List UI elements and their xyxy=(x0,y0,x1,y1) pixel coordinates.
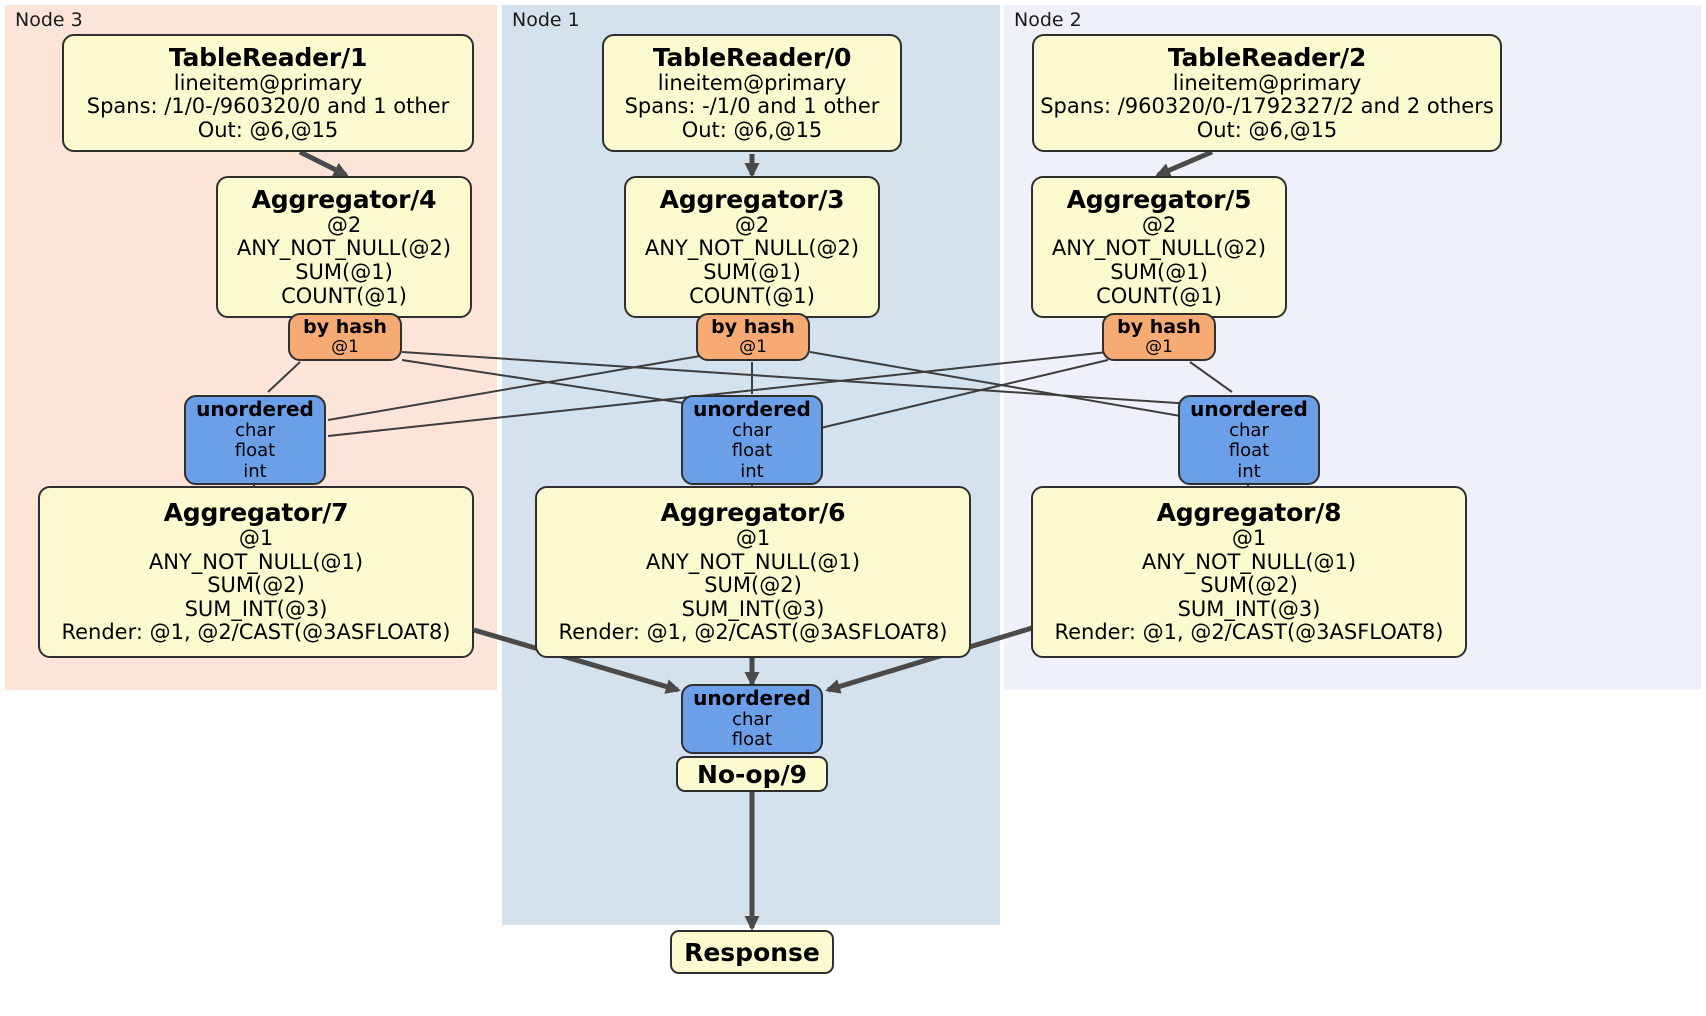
processor-line: Out: @6,@15 xyxy=(681,117,823,142)
processor-line: @1 xyxy=(1231,526,1267,551)
processor-line: lineitem@primary xyxy=(657,70,847,95)
router-by-hash-center[interactable]: by hash @1 xyxy=(696,313,810,361)
synchronizer-unordered-center[interactable]: unordered char float int xyxy=(681,395,823,485)
processor-title: TableReader/2 xyxy=(1167,42,1367,72)
synchronizer-line: char xyxy=(235,419,275,441)
processor-line: SUM(@2) xyxy=(1200,573,1298,598)
processor-aggregator-3[interactable]: Aggregator/3 @2 ANY_NOT_NULL(@2) SUM(@1)… xyxy=(624,176,880,318)
processor-title: Aggregator/5 xyxy=(1066,184,1252,214)
processor-line: lineitem@primary xyxy=(1172,70,1362,95)
processor-line: @2 xyxy=(734,212,770,237)
processor-title: Response xyxy=(684,937,820,967)
processor-line: SUM(@2) xyxy=(704,573,802,598)
processor-aggregator-4[interactable]: Aggregator/4 @2 ANY_NOT_NULL(@2) SUM(@1)… xyxy=(216,176,472,318)
router-by-hash-left[interactable]: by hash @1 xyxy=(288,313,402,361)
processor-title: TableReader/1 xyxy=(168,42,368,72)
processor-title: Aggregator/7 xyxy=(163,498,349,528)
processor-line: COUNT(@1) xyxy=(281,283,407,308)
processor-line: Render: @1, @2/CAST(@3ASFLOAT8) xyxy=(61,620,451,645)
processor-aggregator-5[interactable]: Aggregator/5 @2 ANY_NOT_NULL(@2) SUM(@1)… xyxy=(1031,176,1287,318)
synchronizer-unordered-left[interactable]: unordered char float int xyxy=(184,395,326,485)
processor-line: ANY_NOT_NULL(@2) xyxy=(236,236,452,261)
processor-title: Aggregator/4 xyxy=(251,184,437,214)
synchronizer-line: float xyxy=(731,729,773,751)
router-line: @1 xyxy=(331,337,359,358)
processor-line: ANY_NOT_NULL(@1) xyxy=(1141,549,1357,574)
processor-line: @2 xyxy=(326,212,362,237)
processor-line: SUM_INT(@3) xyxy=(681,596,825,621)
processor-table-reader-0[interactable]: TableReader/0 lineitem@primary Spans: -/… xyxy=(602,34,902,152)
router-line: @1 xyxy=(739,337,767,358)
synchronizer-title: unordered xyxy=(693,396,811,421)
processor-line: ANY_NOT_NULL(@2) xyxy=(644,236,860,261)
processor-title: Aggregator/8 xyxy=(1156,498,1342,528)
node-region-label-node3: Node 3 xyxy=(15,9,83,31)
processor-line: @1 xyxy=(238,526,274,551)
synchronizer-line: float xyxy=(731,440,773,462)
router-title: by hash xyxy=(1117,316,1201,339)
processor-line: SUM(@1) xyxy=(1110,260,1208,284)
synchronizer-title: unordered xyxy=(1190,396,1308,421)
synchronizer-line: char xyxy=(1229,419,1269,441)
processor-response[interactable]: Response xyxy=(670,930,834,974)
processor-line: Out: @6,@15 xyxy=(197,117,339,142)
processor-line: @2 xyxy=(1141,212,1177,237)
processor-line: lineitem@primary xyxy=(173,70,363,95)
processor-line: ANY_NOT_NULL(@1) xyxy=(645,549,861,574)
synchronizer-line: int xyxy=(1237,460,1261,482)
synchronizer-line: float xyxy=(234,440,276,462)
processor-line: SUM(@1) xyxy=(703,260,801,284)
node-region-label-node2: Node 2 xyxy=(1014,9,1082,31)
processor-title: Aggregator/6 xyxy=(660,498,846,528)
processor-aggregator-7[interactable]: Aggregator/7 @1 ANY_NOT_NULL(@1) SUM(@2)… xyxy=(38,486,474,658)
processor-line: ANY_NOT_NULL(@2) xyxy=(1051,236,1267,261)
processor-title: Aggregator/3 xyxy=(659,184,845,214)
router-title: by hash xyxy=(711,316,795,339)
processor-line: SUM_INT(@3) xyxy=(1177,596,1321,621)
processor-line: Render: @1, @2/CAST(@3ASFLOAT8) xyxy=(1054,620,1444,645)
processor-table-reader-2[interactable]: TableReader/2 lineitem@primary Spans: /9… xyxy=(1032,34,1502,152)
synchronizer-title: unordered xyxy=(693,686,811,711)
processor-line: Out: @6,@15 xyxy=(1196,117,1338,142)
processor-title: No-op/9 xyxy=(696,759,808,789)
synchronizer-unordered-final[interactable]: unordered char float xyxy=(681,684,823,754)
synchronizer-line: char xyxy=(732,419,772,441)
processor-line: SUM_INT(@3) xyxy=(184,596,328,621)
node-region-label-node1: Node 1 xyxy=(512,9,580,31)
router-line: @1 xyxy=(1145,337,1173,358)
processor-noop-9[interactable]: No-op/9 xyxy=(676,756,828,792)
processor-line: COUNT(@1) xyxy=(1096,283,1222,308)
synchronizer-line: char xyxy=(732,708,772,730)
processor-aggregator-6[interactable]: Aggregator/6 @1 ANY_NOT_NULL(@1) SUM(@2)… xyxy=(535,486,971,658)
router-title: by hash xyxy=(303,316,387,339)
processor-line: ANY_NOT_NULL(@1) xyxy=(148,549,364,574)
synchronizer-line: int xyxy=(740,460,764,482)
synchronizer-line: int xyxy=(243,460,267,482)
processor-line: Render: @1, @2/CAST(@3ASFLOAT8) xyxy=(558,620,948,645)
processor-line: Spans: /1/0-/960320/0 and 1 other xyxy=(86,94,450,119)
processor-aggregator-8[interactable]: Aggregator/8 @1 ANY_NOT_NULL(@1) SUM(@2)… xyxy=(1031,486,1467,658)
processor-line: Spans: -/1/0 and 1 other xyxy=(624,94,880,119)
processor-line: SUM(@1) xyxy=(295,260,393,284)
processor-line: SUM(@2) xyxy=(207,573,305,598)
synchronizer-title: unordered xyxy=(196,396,314,421)
processor-title: TableReader/0 xyxy=(652,42,852,72)
router-by-hash-right[interactable]: by hash @1 xyxy=(1102,313,1216,361)
processor-table-reader-1[interactable]: TableReader/1 lineitem@primary Spans: /1… xyxy=(62,34,474,152)
processor-line: Spans: /960320/0-/1792327/2 and 2 others xyxy=(1040,94,1494,119)
synchronizer-unordered-right[interactable]: unordered char float int xyxy=(1178,395,1320,485)
processor-line: COUNT(@1) xyxy=(689,283,815,308)
synchronizer-line: float xyxy=(1228,440,1270,462)
processor-line: @1 xyxy=(735,526,771,551)
